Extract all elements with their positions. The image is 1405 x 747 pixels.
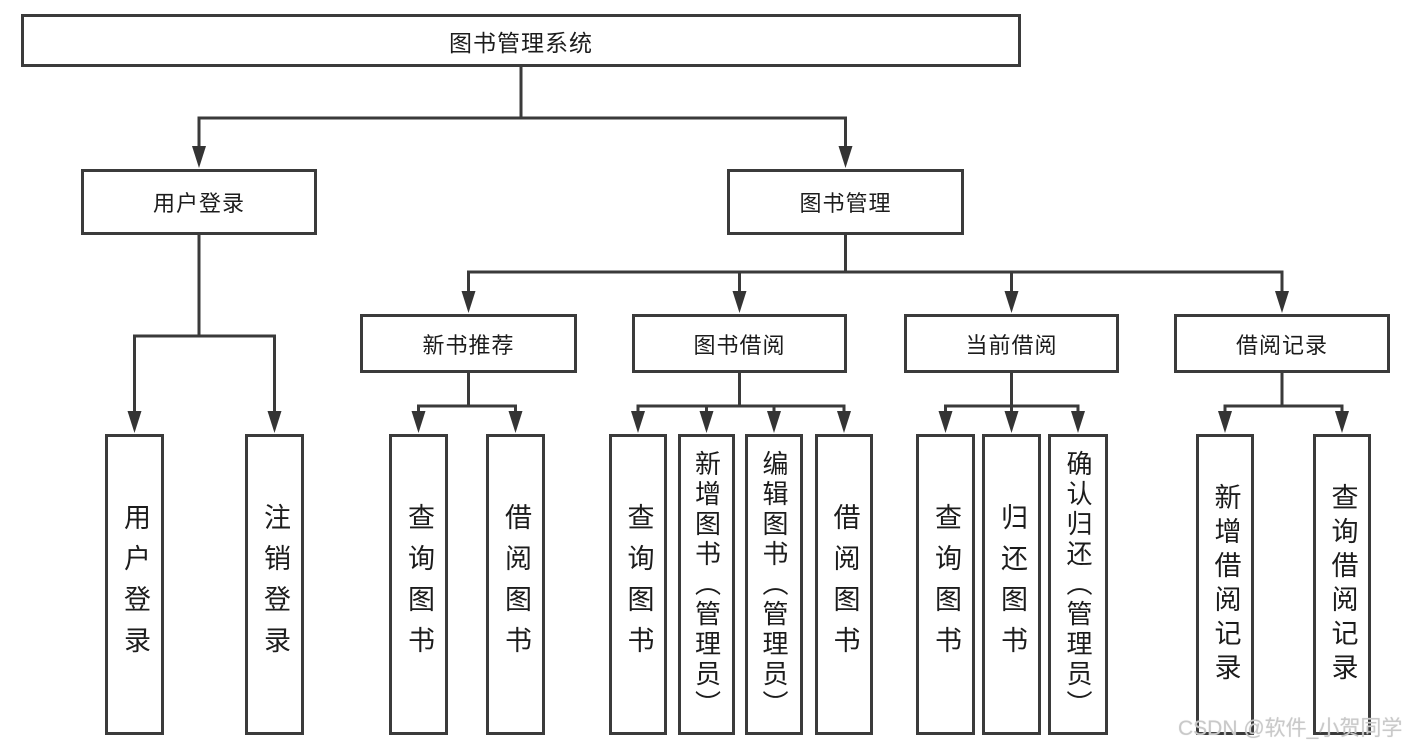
node-leaf-confirm-return-admin: 确认归还（管理员） xyxy=(1048,434,1108,735)
leaf-label: 查询图书 xyxy=(931,502,961,667)
leaf-label: 查询借阅记录 xyxy=(1327,482,1358,687)
node-leaf-add-books-admin: 新增图书（管理员） xyxy=(678,434,735,735)
leaf-label: 归还图书 xyxy=(997,502,1027,667)
node-leaf-edit-books-admin: 编辑图书（管理员） xyxy=(745,434,803,735)
node-user-login: 用户登录 xyxy=(81,169,317,235)
leaf-label: 注销登录 xyxy=(260,502,290,667)
leaf-label: 新增图书（管理员） xyxy=(691,449,722,720)
node-leaf-query-books-bb: 查询图书 xyxy=(609,434,667,735)
node-book-management: 图书管理 xyxy=(727,169,964,235)
node-leaf-query-books-nb: 查询图书 xyxy=(389,434,448,735)
csdn-watermark: CSDN @软件_小贺同学 xyxy=(1178,717,1403,740)
node-borrow-record: 借阅记录 xyxy=(1174,314,1390,373)
leaf-label: 编辑图书（管理员） xyxy=(759,449,789,720)
node-leaf-borrow-books-nb: 借阅图书 xyxy=(486,434,545,735)
node-current-borrow: 当前借阅 xyxy=(904,314,1119,373)
node-leaf-logout: 注销登录 xyxy=(245,434,304,735)
leaf-label: 查询图书 xyxy=(623,502,654,667)
node-leaf-user-login: 用户登录 xyxy=(105,434,164,735)
leaf-label: 用户登录 xyxy=(120,502,150,667)
node-leaf-borrow-books-bb: 借阅图书 xyxy=(815,434,873,735)
leaf-label: 借阅图书 xyxy=(501,502,531,667)
node-leaf-return-books: 归还图书 xyxy=(982,434,1041,735)
leaf-label: 新增借阅记录 xyxy=(1210,482,1241,687)
node-book-borrow: 图书借阅 xyxy=(632,314,847,373)
leaf-label: 借阅图书 xyxy=(829,502,860,667)
node-new-book-recommend: 新书推荐 xyxy=(360,314,577,373)
leaf-label: 确认归还（管理员） xyxy=(1063,449,1093,720)
node-leaf-add-borrow-record: 新增借阅记录 xyxy=(1196,434,1254,735)
node-leaf-query-books-cb: 查询图书 xyxy=(916,434,975,735)
leaf-label: 查询图书 xyxy=(404,502,434,667)
node-root-library-system: 图书管理系统 xyxy=(21,14,1021,67)
node-leaf-query-borrow-record: 查询借阅记录 xyxy=(1313,434,1371,735)
